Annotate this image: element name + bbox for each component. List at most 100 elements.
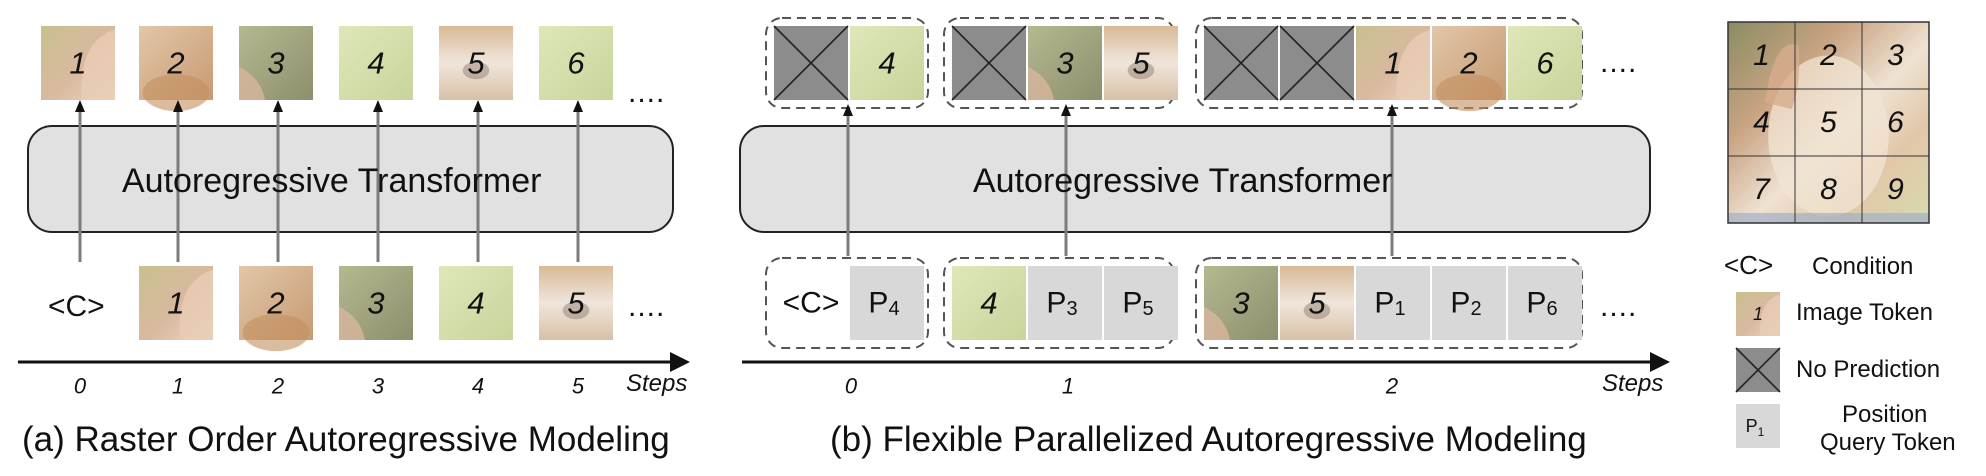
panel-a-step-5: 5 [572,374,585,399]
panel-b-transformer-label: Autoregressive Transformer [973,162,1393,200]
panel-a-input-ellipsis: .... [628,290,666,323]
panel-a-output-token-1 [41,26,115,101]
legend-condition-symbol: <C> [1724,250,1774,280]
panel-a-steps-label: Steps [626,370,688,397]
panel-b-input-group-0 [765,257,929,349]
panel-a-output-token-2 [139,26,213,112]
panel-b-arrow-1-head [1061,104,1071,116]
panel-a-condition-token: <C> [48,290,105,323]
panel-b-output-0-1 [850,26,924,100]
panel-a-step-4: 4 [472,374,484,399]
legend-position-query-label-line1: Position [1842,401,1928,428]
panel-b-output-2-4-number: 6 [1536,46,1554,81]
legend-grid-number-3: 3 [1887,39,1904,72]
panel-a-input-token-2-number: 2 [266,286,284,321]
legend-grid-number-9: 9 [1887,173,1904,206]
panel-a-arrow-4-head [473,100,483,112]
panel-a-arrow-5-head [573,100,583,112]
panel-b-caption: (b) Flexible Parallelized Autoregressive… [830,420,1587,459]
legend-grid-border [1727,21,1930,224]
panel-a-step-1: 1 [172,374,184,399]
panel-b-output-0-0 [773,25,849,101]
legend-position-query-label-line2: Query Token [1820,429,1956,456]
legend-grid-number-6: 6 [1887,106,1904,139]
panel-a-output-ellipsis: .... [628,76,666,109]
panel-a-arrow-0-head [75,100,85,112]
legend-grid-number-7: 7 [1753,173,1771,206]
legend-corgi-floor [1728,212,1929,223]
panel-b-input-1-0 [952,266,1026,340]
panel-a-output-token-3-number: 3 [267,46,284,81]
panel-a-arrow-1-head [173,100,183,112]
panel-b-output-2-4 [1508,26,1582,100]
legend-corgi-ear [1764,44,1800,110]
panel-b-arrow-0-head [843,104,853,116]
panel-a-input-token-5 [539,266,613,340]
panel-b-input-2-0-number: 3 [1232,286,1249,321]
panel-b-output-1-1-number: 3 [1056,46,1073,81]
panel-a-input-token-1 [139,266,213,340]
panel-a-output-token-4-number: 4 [367,46,384,81]
panel-b-step-2: 2 [1385,374,1398,399]
panel-a-transformer-label: Autoregressive Transformer [122,162,542,200]
panel-a-input-token-1-number: 1 [167,286,184,321]
panel-a-step-0: 0 [74,374,87,399]
panel-b-output-2-2 [1356,26,1430,101]
panel-b-output-ellipsis: .... [1600,46,1638,79]
panel-b-output-1-0 [951,25,1027,101]
panel-a-output-token-3 [239,26,313,100]
panel-b-input-1-1: P3 [1028,266,1102,340]
legend-no-prediction-label: No Prediction [1796,356,1941,383]
panel-a-input-token-4-number: 4 [467,286,484,321]
panel-a-input-token-4 [439,266,513,340]
legend-grid-number-1: 1 [1753,39,1770,72]
panel-a-input-token-3-number: 3 [367,286,384,321]
panel-a-step-2: 2 [271,374,284,399]
panel-a-arrow-3-head [373,100,383,112]
panel-b-transformer-box [739,125,1651,233]
legend-grid-number-2: 2 [1819,39,1837,72]
legend-grid-number-5: 5 [1820,106,1837,139]
panel-a-input-token-2 [239,266,313,352]
legend-grid-number-4: 4 [1753,106,1770,139]
legend-no-prediction-sample [1735,347,1781,393]
panel-a-timeline-head [670,352,690,372]
panel-b-output-2-3-number: 2 [1459,46,1477,81]
panel-a-arrow-2-head [273,100,283,112]
panel-a-output-token-6 [539,26,613,100]
panel-b-output-2-3 [1432,26,1506,112]
panel-b-input-ellipsis: .... [1600,290,1638,323]
panel-a-output-token-5-number: 5 [467,46,485,81]
panel-a-output-token-5 [439,26,513,100]
panel-b-output-0-1-number: 4 [878,46,895,81]
panel-b-input-2-0 [1204,266,1278,340]
panel-b-step-1: 1 [1062,374,1074,399]
panel-a-output-token-6-number: 6 [567,46,585,81]
panel-b-output-1-1 [1028,26,1102,100]
panel-b-input-group-1 [943,257,1175,349]
panel-b-output-2-2-number: 1 [1384,46,1401,81]
panel-a-output-token-1-number: 1 [69,46,86,81]
legend-image-token-label: Image Token [1796,299,1933,326]
panel-b-step-0: 0 [845,374,858,399]
panel-b-input-1-2: P5 [1104,266,1178,340]
panel-a-output-token-2-number: 2 [166,46,184,81]
panel-b-output-group-1 [943,17,1175,109]
panel-a-caption: (a) Raster Order Autoregressive Modeling [22,420,670,459]
legend-grid-number-8: 8 [1820,173,1837,206]
panel-b-input-2-3: P2 [1432,266,1506,340]
panel-b-input-2-1 [1280,266,1354,340]
panel-b-input-2-1-number: 5 [1308,286,1326,321]
panel-b-input-2-2: P1 [1356,266,1430,340]
panel-b-steps-label: Steps [1602,370,1664,397]
panel-a-input-token-5-number: 5 [567,286,585,321]
panel-b-input-0-0: <C> [783,287,840,320]
legend-corgi-body [1768,55,1889,217]
panel-b-output-1-2 [1104,26,1178,100]
panel-b-input-1-0-number: 4 [980,286,997,321]
panel-b-arrow-2-head [1387,104,1397,116]
panel-a-input-token-3 [339,266,413,340]
panel-a-step-3: 3 [372,374,385,399]
panel-b-output-2-1 [1279,25,1355,101]
